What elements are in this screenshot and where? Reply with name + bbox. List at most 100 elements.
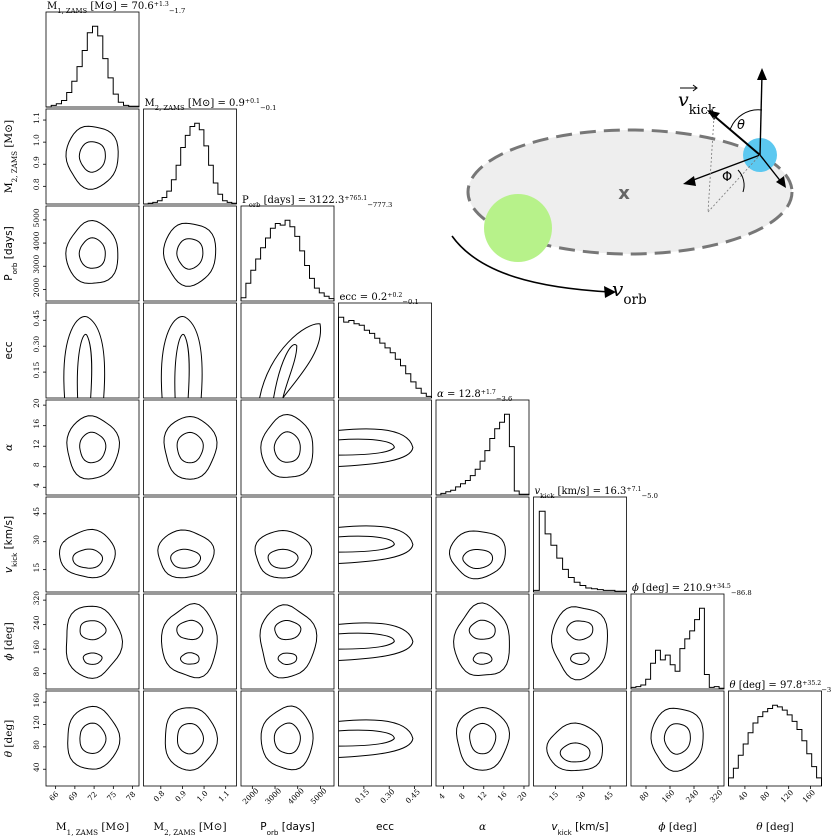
x-tick-label: 16 [496, 790, 509, 803]
panel-frame [143, 399, 237, 496]
y-axis-label-m2: M2, ZAMS [M⊙] [3, 120, 19, 193]
contour-outer [550, 606, 609, 681]
panel-frame [728, 690, 822, 787]
x-axis-label-m2: M2, ZAMS [M⊙] [153, 821, 226, 837]
contour-inner [338, 438, 395, 456]
x-axis-label-alpha: α [479, 821, 486, 833]
title-porb: Porb [days] = 3122.3+765.1−777.3 [242, 195, 392, 210]
y-tick-label: 12 [32, 439, 41, 449]
contour-inner [177, 722, 205, 755]
y-tick-label: 30 [32, 535, 41, 545]
title-ecc: ecc = 0.2+0.2−0.1 [340, 292, 419, 307]
panel-frame [143, 690, 237, 787]
contour-panel-alpha-phi [435, 593, 530, 690]
contour-outer [338, 622, 414, 661]
vorb-label: vorb [612, 277, 647, 308]
contour-outer [65, 219, 119, 284]
x-tick-label: 4000 [286, 786, 306, 806]
contour-inner [76, 333, 93, 399]
contour-inner [78, 141, 106, 173]
contour-inner [559, 742, 591, 763]
panel-frame [45, 11, 140, 108]
contour-inner [72, 548, 104, 569]
contour-panel-m2-phi [143, 593, 237, 690]
contour-outer [650, 707, 704, 772]
panel-frame [45, 205, 140, 302]
x-tick-label: 78 [124, 790, 137, 803]
x-tick-label: 5000 [309, 786, 329, 806]
contour-outer [254, 529, 313, 579]
contour-outer [260, 413, 314, 478]
contour-panel-m1-m2: 0.80.91.01.1 [32, 108, 140, 205]
title-theta: θ [deg] = 97.8+35.2−34.9 [730, 680, 831, 695]
panel-frame [240, 302, 335, 399]
y-tick-label: 40 [32, 762, 41, 772]
x-tick-label: 0.8 [152, 789, 167, 804]
x-tick-label: 45 [602, 790, 615, 803]
contour-outer [259, 604, 318, 679]
y-tick-label: 1.0 [32, 134, 41, 146]
x-tick-label: 0.9 [173, 789, 188, 804]
contour-inner [273, 431, 301, 463]
panel-frame [630, 593, 725, 690]
contour-panel-ecc-alpha [338, 399, 432, 496]
x-tick-label: 0.15 [353, 787, 371, 805]
histogram-m2 [143, 122, 237, 205]
contour-outer [162, 222, 217, 287]
panel-frame [435, 593, 530, 690]
contour-inner [469, 722, 497, 755]
hist-panel-vkick: vkick [km/s] = 16.3+7.1−5.0 [533, 486, 658, 593]
contour-inner [79, 722, 107, 755]
x-tick-label: 72 [86, 790, 99, 803]
panel-frame [143, 205, 237, 302]
panel-frame [143, 496, 237, 593]
panel-frame [533, 593, 627, 690]
contour-inner [79, 431, 107, 464]
contour-inner [174, 333, 190, 399]
contour-inner [273, 344, 298, 399]
x-axis-label-phi: ϕ [deg] [658, 821, 696, 833]
panel-frame [630, 690, 725, 787]
y-tick-label: 16 [32, 419, 41, 429]
contour-outer [63, 316, 106, 399]
contour-outer [67, 705, 121, 770]
y-tick-label: 1.1 [32, 112, 41, 124]
companion-star [484, 194, 552, 262]
x-tick-label: 30 [574, 790, 587, 803]
center-of-mass-mark: x [618, 183, 630, 204]
panel-frame [338, 690, 432, 787]
title-alpha: α = 12.8+1.7−3.6 [437, 389, 512, 404]
contour-inner [338, 632, 395, 650]
y-tick-label: 160 [32, 640, 41, 655]
histogram-porb [240, 219, 335, 301]
contour-outer [66, 415, 121, 480]
arrowhead [604, 286, 616, 298]
y-tick-label: 5000 [32, 208, 41, 227]
contour-inner [79, 620, 107, 665]
y-tick-label: 0.15 [32, 362, 41, 379]
x-axis-label-porb: Porb [days] [260, 821, 314, 837]
y-tick-label: 0.45 [32, 310, 41, 327]
contour-outer [546, 722, 604, 772]
contour-outer [338, 719, 414, 758]
histogram-ecc [338, 316, 432, 398]
panel-frame [240, 690, 335, 787]
panel-frame [533, 690, 627, 787]
contour-panel-m2-vkick [143, 496, 237, 593]
x-tick-label: 160 [660, 788, 677, 805]
panel-frame [338, 593, 432, 690]
contour-outer [259, 323, 322, 399]
panel-frame [143, 302, 237, 399]
y-axis-label-ecc: ecc [3, 341, 15, 359]
x-tick-label: 1.0 [195, 789, 210, 804]
x-tick-label: 66 [47, 790, 60, 803]
panel-frame [45, 302, 140, 399]
